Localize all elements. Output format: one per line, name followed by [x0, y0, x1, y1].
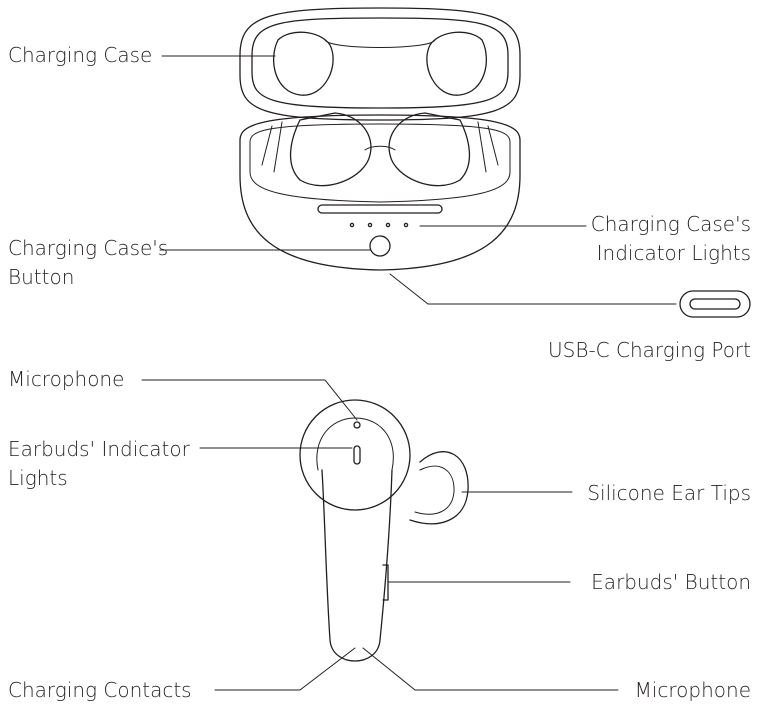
- charging-case-lid: [239, 7, 521, 121]
- earbud: [299, 399, 469, 662]
- usb-c-port-icon: [679, 290, 751, 318]
- label-usb-port: USB-C Charging Port: [548, 338, 751, 362]
- label-case-lights-line1: Charging Case's: [590, 212, 751, 236]
- label-earbud-lights-line1: Earbuds' Indicator: [8, 437, 190, 461]
- label-charging-case: Charging Case: [8, 43, 153, 67]
- label-earbud-lights-line2: Lights: [8, 466, 68, 490]
- label-earbud-button: Earbuds' Button: [591, 570, 751, 594]
- label-ear-tips: Silicone Ear Tips: [587, 481, 751, 505]
- label-case-button-line1: Charging Case's: [8, 236, 169, 260]
- label-case-lights-line2: Indicator Lights: [596, 241, 751, 265]
- label-microphone-bottom: Microphone: [634, 678, 751, 702]
- charging-case-base: [239, 112, 521, 271]
- label-charging-contacts: Charging Contacts: [8, 678, 192, 702]
- label-case-button-line2: Button: [8, 265, 75, 289]
- label-microphone-top: Microphone: [8, 367, 125, 391]
- leader-lines: [141, 55, 677, 691]
